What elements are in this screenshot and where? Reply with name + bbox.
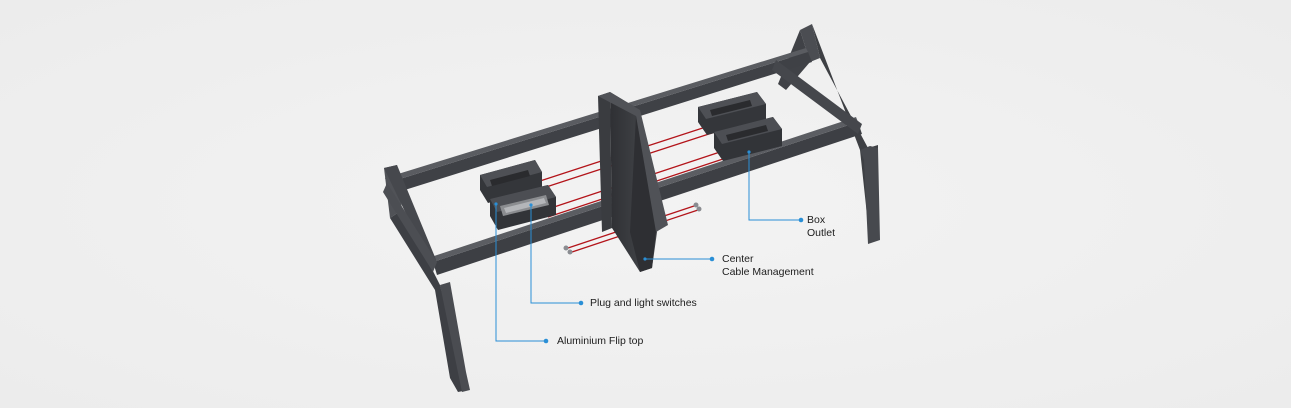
flip-top-label: Aluminium Flip top (557, 335, 643, 348)
plug-switches-label-line1: Plug and light switches (590, 297, 697, 309)
center-cable-label: Center Cable Management (722, 253, 814, 279)
center-cable-dot (709, 256, 715, 262)
right-box-outlet-front (714, 117, 782, 161)
leader-dots (494, 150, 804, 344)
left-box-outlet-front (490, 185, 556, 230)
plug-switches-label: Plug and light switches (590, 297, 697, 310)
flip-top-label-line1: Aluminium Flip top (557, 335, 644, 347)
box-outlet-leader (748, 152, 800, 221)
left-crossbar (383, 183, 437, 272)
center-cable-management-panel (598, 92, 668, 272)
box-outlet-dot (798, 217, 804, 223)
center-cable-label-line2: Cable Management (722, 266, 814, 278)
flip-top-dot (543, 338, 549, 344)
right-crossbar (772, 60, 862, 134)
plug-switches-dot (578, 300, 584, 306)
box-outlet-label: Box Outlet (807, 214, 835, 240)
leader-lines (495, 152, 800, 342)
flip-top-leader (495, 204, 544, 342)
center-cable-label-line1: Center (722, 253, 754, 265)
cable-connectors (563, 202, 702, 255)
box-outlet-label-line2: Outlet (807, 227, 836, 239)
box-outlet-label-line1: Box (807, 214, 826, 226)
plug-switches-leader (530, 205, 581, 304)
